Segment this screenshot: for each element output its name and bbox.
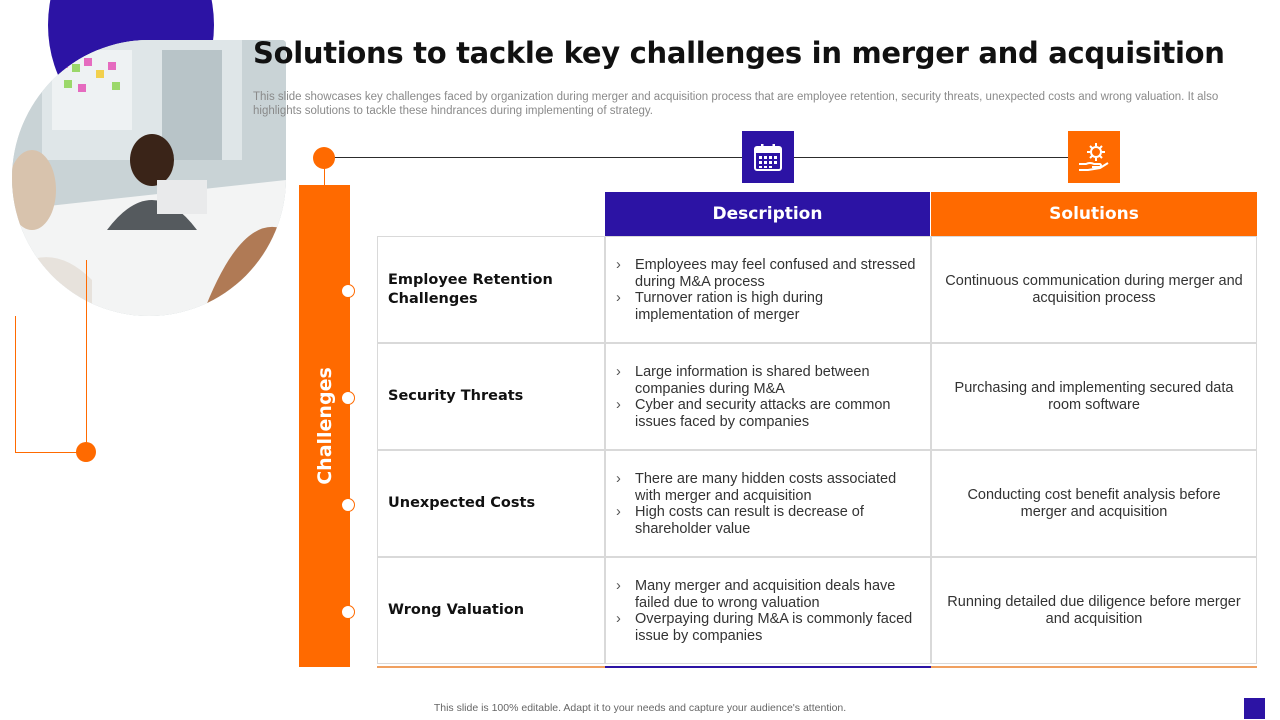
table-row: Security Threats ›Large information is s…: [377, 343, 1257, 450]
challenges-label: Challenges: [313, 367, 336, 485]
solutions-header: Solutions: [931, 192, 1257, 236]
challenge-name: Security Threats: [377, 343, 605, 450]
description-bullet: ›Many merger and acquisition deals have …: [616, 578, 896, 611]
solution-cell: Conducting cost benefit analysis before …: [931, 450, 1257, 557]
slide-subtitle: This slide showcases key challenges face…: [253, 91, 1219, 117]
description-cell: ›There are many hidden costs associated …: [605, 450, 931, 557]
row-dot: [341, 284, 355, 298]
row-dot: [341, 498, 355, 512]
decorative-line: [86, 260, 87, 452]
description-cell: ›Many merger and acquisition deals have …: [605, 557, 931, 664]
table-bottom-accent: [931, 666, 1257, 668]
gear-hand-icon: [1068, 131, 1120, 183]
solution-cell: Running detailed due diligence before me…: [931, 557, 1257, 664]
description-cell: ›Large information is shared between com…: [605, 343, 931, 450]
row-dot: [341, 391, 355, 405]
challenge-name: Employee Retention Challenges: [377, 236, 605, 343]
description-bullet: ›Turnover ration is high during implemen…: [616, 290, 824, 323]
calendar-icon: [742, 131, 794, 183]
description-cell: ›Employees may feel confused and stresse…: [605, 236, 931, 343]
description-bullet: ›Overpaying during M&A is commonly faced…: [616, 611, 913, 644]
timeline-line: [330, 157, 1070, 158]
table-row: Wrong Valuation ›Many merger and acquisi…: [377, 557, 1257, 664]
description-bullet: ›Large information is shared between com…: [616, 364, 870, 397]
table-row: Unexpected Costs ›There are many hidden …: [377, 450, 1257, 557]
description-bullet: ›There are many hidden costs associated …: [616, 471, 897, 504]
challenges-table: Employee Retention Challenges ›Employees…: [377, 236, 1257, 666]
description-header: Description: [605, 192, 930, 236]
meeting-photo: [12, 40, 286, 316]
row-dot: [341, 605, 355, 619]
slide-title: Solutions to tackle key challenges in me…: [253, 36, 1225, 70]
timeline-dot: [313, 147, 335, 169]
description-bullet: ›Employees may feel confused and stresse…: [616, 257, 916, 290]
challenges-sidebar: Challenges: [299, 185, 350, 667]
description-bullet: ›High costs can result is decrease of sh…: [616, 504, 864, 537]
table-bottom-accent: [605, 666, 931, 668]
table-bottom-accent: [377, 666, 605, 668]
solution-cell: Continuous communication during merger a…: [931, 236, 1257, 343]
solution-cell: Purchasing and implementing secured data…: [931, 343, 1257, 450]
challenge-name: Unexpected Costs: [377, 450, 605, 557]
description-bullet: ›Cyber and security attacks are common i…: [616, 397, 891, 430]
decorative-bracket: [15, 316, 88, 453]
timeline-stem: [324, 168, 325, 186]
challenge-name: Wrong Valuation: [377, 557, 605, 664]
table-row: Employee Retention Challenges ›Employees…: [377, 236, 1257, 343]
footer-note: This slide is 100% editable. Adapt it to…: [433, 702, 847, 714]
decorative-dot: [76, 442, 96, 462]
footer-square: [1244, 698, 1265, 719]
